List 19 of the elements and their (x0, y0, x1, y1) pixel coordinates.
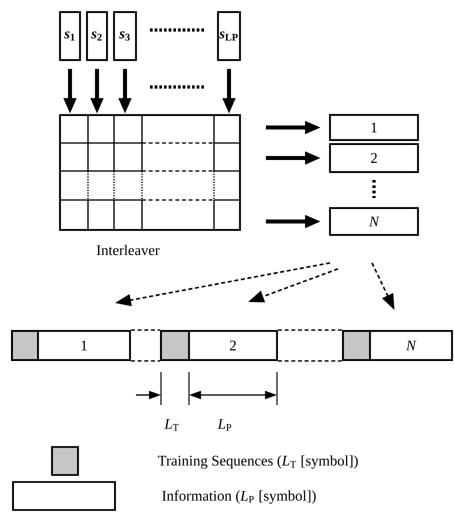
connecting-line (278, 360, 342, 362)
connecting-line (130, 329, 160, 331)
packet-segment: N (342, 330, 453, 361)
symbol-box: s$_{3}$ (113, 11, 137, 61)
legend-entry: Information (L$_{P}$ [symbol]) (12, 481, 316, 511)
block-box: 1 (329, 114, 419, 141)
packet-segment: 1 (11, 330, 131, 361)
connecting-line (278, 329, 342, 331)
dimension-label: L$_{P}$ (218, 419, 232, 431)
legend-entry: Training Sequences (L$_{T}$ [symbol]) (51, 446, 358, 476)
connecting-line (130, 360, 160, 362)
block-box: N (329, 207, 419, 236)
block-box: 2 (329, 143, 419, 173)
symbol-box: s$_{1}$ (59, 11, 81, 61)
packet-segment: 2 (160, 330, 278, 361)
symbol-box: s$_{LP}$ (217, 11, 241, 61)
grid-caption: Interleaver (96, 244, 160, 256)
dimension-label: L$_{T}$ (164, 419, 179, 431)
symbol-box: s$_{2}$ (86, 11, 108, 61)
